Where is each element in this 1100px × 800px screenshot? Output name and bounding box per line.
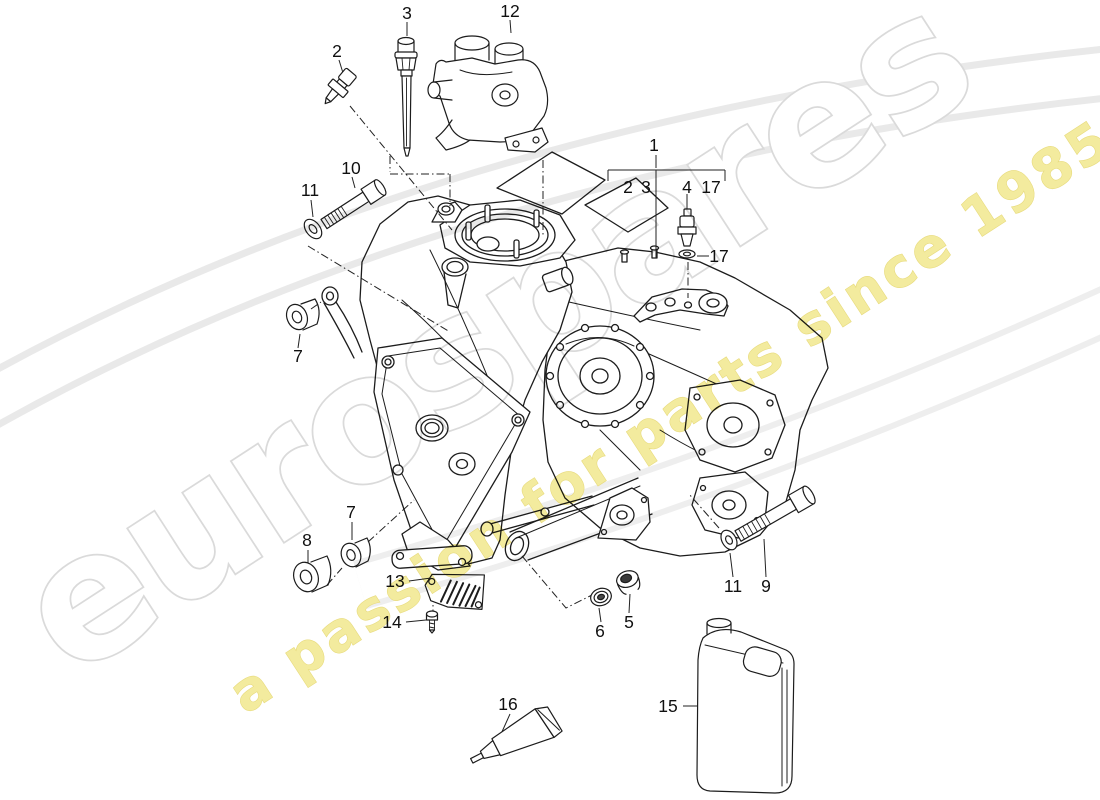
part-13-shield-plate <box>424 573 485 610</box>
part-2-sensor <box>324 67 357 105</box>
callout-17-side[interactable]: 17 <box>709 246 728 266</box>
callout-6[interactable]: 6 <box>595 621 605 641</box>
callout-11-left[interactable]: 11 <box>301 180 319 200</box>
callout-5[interactable]: 5 <box>624 612 634 632</box>
callout-14[interactable]: 14 <box>382 612 402 632</box>
callout-16[interactable]: 16 <box>498 694 517 714</box>
part-7-bushing-upper <box>285 298 320 331</box>
callout-2[interactable]: 2 <box>332 41 342 61</box>
part-3-breather-tube <box>394 36 418 157</box>
part-6-seal-washer <box>590 587 612 607</box>
part-10-bolt <box>320 179 387 230</box>
part-12-pump <box>427 35 549 153</box>
callout-15[interactable]: 15 <box>658 696 677 716</box>
callout-7-lower[interactable]: 7 <box>346 502 356 522</box>
callout-7-upper[interactable]: 7 <box>293 346 303 366</box>
part-4-sensor <box>677 208 697 247</box>
part-8-bushing <box>293 555 332 593</box>
transmission-housing <box>321 151 829 571</box>
part-16-sealant-tube <box>470 706 563 764</box>
part-17-seal-ring <box>678 249 696 259</box>
callout-11-right[interactable]: 11 <box>724 576 742 596</box>
callout-group-17[interactable]: 17 <box>701 177 720 197</box>
callout-13[interactable]: 13 <box>385 571 404 591</box>
part-5-plug <box>616 570 641 595</box>
part-7-bushing-lower <box>340 537 371 568</box>
callout-1[interactable]: 1 <box>649 135 659 155</box>
callout-9[interactable]: 9 <box>761 576 771 596</box>
callout-3[interactable]: 3 <box>402 3 412 23</box>
callout-8[interactable]: 8 <box>302 530 312 550</box>
callout-12[interactable]: 12 <box>500 1 519 21</box>
part-15-oil-container <box>696 617 795 794</box>
callout-group-3[interactable]: 3 <box>641 177 651 197</box>
callout-group-2[interactable]: 2 <box>623 177 633 197</box>
callout-10[interactable]: 10 <box>341 158 361 178</box>
callout-group-4[interactable]: 4 <box>682 177 692 197</box>
part-14-screw <box>425 610 439 634</box>
